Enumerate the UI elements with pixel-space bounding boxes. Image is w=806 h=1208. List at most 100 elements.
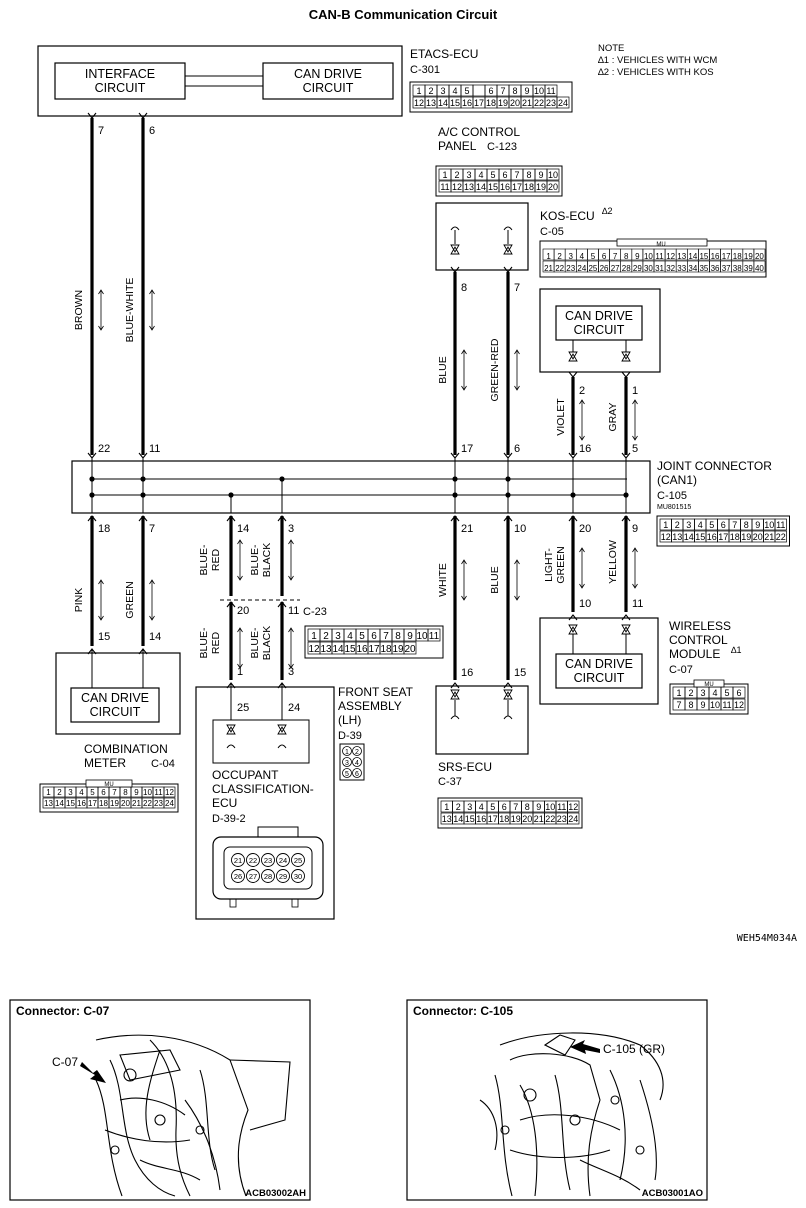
wcm-pin-10: 10 [579,598,591,610]
photo-right-arrow-icon [570,1040,600,1054]
c23-pin-11: 11 [288,605,299,617]
etacs-conn-pin: 3 [440,86,445,96]
joint-pin-17: 17 [461,443,473,455]
meter-conn-pin: 22 [143,799,152,808]
kos-conn-pin: 7 [613,252,618,261]
occupant-terminal-hook [277,744,287,749]
meter-box [55,652,181,735]
joint-pin-5: 5 [632,443,638,455]
meter-conn-cell [163,786,176,798]
joint-pin-11: 11 [149,443,160,455]
blue-red-upper-direction-arrow-head [237,539,243,545]
joint-conn-pin: 13 [672,532,682,542]
blue-white-direction-arrow-head [149,325,155,331]
srs-conn-pin: 23 [557,814,567,824]
joint-conn-pin: 7 [732,520,737,530]
kos-terminal-pin [621,351,631,360]
blue-black-upper-direction-arrow-head [288,575,294,581]
gray-direction-arrow-head [632,435,638,441]
kos-conn-tag: MU [656,242,665,248]
meter-conn-cell [163,797,176,809]
occupant-terminal-pin [277,724,287,733]
green-direction-arrow-head [149,615,155,621]
occupant-conn-pin-ring [261,853,275,867]
etacs-conn-pin: 22 [534,98,544,108]
wcm-box [539,617,659,705]
occupant-conn-pin-ring [231,869,245,883]
ac-name-2: PANEL [438,139,477,153]
seat-conn-outline [339,743,365,781]
meter-conn-pin: 17 [88,799,97,808]
meter-conn-pin: 23 [154,799,163,808]
occupant-conn-inner [223,846,313,890]
wcm-can-drive-label-1: CAN DRIVE [565,657,633,671]
gray-direction-arrow-head [632,399,638,405]
seat-name-2: ASSEMBLY [338,699,402,713]
etacs-conn-pin: 17 [474,98,484,108]
wire-label-blue-black-lower-b: BLACK [261,626,273,660]
meter-conn-pin: 9 [134,788,139,797]
photo-left-arrow-icon [80,1062,106,1083]
wcm-terminal-pin [568,626,578,635]
wcm-conn-tag: MU [704,682,713,688]
c23-code: C-23 [303,606,327,618]
c23-conn-pin: 11 [429,631,440,642]
srs-conn-pin: 19 [511,814,521,824]
seat-code: D-39 [338,730,362,742]
kos-conn-pin: 30 [644,264,653,273]
c23-conn-pin: 19 [392,644,404,655]
wcm-can-drive-box [555,653,643,689]
kos-pin-2: 2 [579,385,585,397]
occupant-conn-pin-ring [291,853,305,867]
srs-name: SRS-ECU [438,760,492,774]
blue-black-direction-arrow-head [288,627,294,633]
kos-conn-pin: 31 [655,264,664,273]
kos-conn-pin: 19 [744,252,753,261]
kos-wire-chevron [568,371,578,378]
etacs-conn-pin: 20 [510,98,520,108]
wcm-conn-cell [732,698,746,711]
kos-conn-pin: 36 [711,264,720,273]
etacs-conn-pin: 13 [426,98,436,108]
c23-pin-20: 20 [237,605,249,617]
meter-conn-pin: 19 [110,799,119,808]
etacs-conn-pin: 19 [498,98,508,108]
seat-conn-pin-ring [342,746,352,756]
interface-label-1: INTERFACE [85,67,155,81]
srs-terminal-pin [503,689,513,698]
ac-conn-pin: 15 [488,182,498,192]
occupant-conn-pin-ring [246,853,260,867]
kos-conn-pin: 38 [733,264,742,273]
srs-conn-pin: 13 [442,814,452,824]
srs-conn-pin: 15 [465,814,475,824]
ac-conn-pin: 19 [536,182,546,192]
seat-conn-pin-ring [342,768,352,778]
occupant-name-1: OCCUPANT [212,768,279,782]
kos-conn-pin: 10 [644,252,653,261]
wcm-conn-pin: 7 [676,700,681,710]
kos-conn-pin: 20 [755,252,764,261]
srs-wire-chevron [450,682,460,689]
srs-terminal-pin [450,689,460,698]
etacs-conn-pin: 8 [512,86,517,96]
etacs-conn-pin: 11 [546,86,555,96]
ac-conn-pin: 13 [464,182,474,192]
wcm-conn-pin: 6 [736,688,741,698]
seat-conn-pin-ring [352,746,362,756]
etacs-pin-6: 6 [149,125,155,137]
etacs-conn-pin: 10 [534,86,544,96]
wcm-conn-pin: 5 [724,688,729,698]
wcm-conn-pin: 2 [688,688,693,698]
occupant-terminal-pin [277,726,287,735]
ac-conn-pin: 1 [442,170,447,180]
etacs-conn-pin: 16 [462,98,472,108]
seat-conn-pin: 1 [345,749,349,756]
wcm-conn-pin: 9 [700,700,705,710]
joint-name-1: JOINT CONNECTOR [657,459,772,473]
violet-direction-arrow-head [579,399,585,405]
